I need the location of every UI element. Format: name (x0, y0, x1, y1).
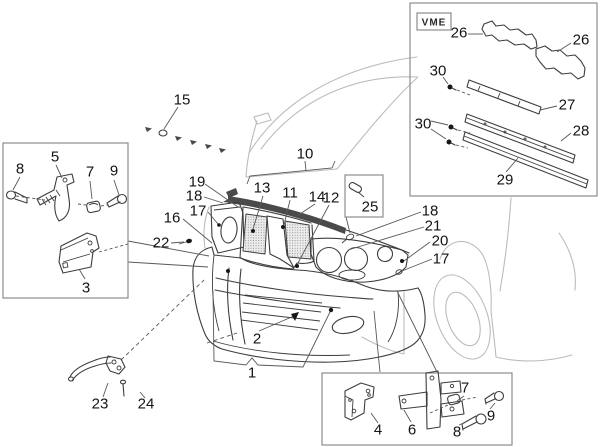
trim-strip-27 (466, 79, 542, 115)
callout-label-25[interactable]: 25 (361, 198, 379, 216)
bracket-part-5 (36, 173, 75, 222)
trim-strip-29 (462, 131, 589, 189)
bracket-part-3 (58, 232, 100, 274)
trim-strip-28 (464, 113, 576, 164)
front-assembly (145, 127, 426, 363)
screw-icon (448, 124, 458, 131)
clip-icon (190, 140, 197, 145)
screw-icon (186, 238, 192, 244)
callout-label-18[interactable]: 18 (421, 202, 439, 220)
callout-label-6[interactable]: 6 (407, 421, 417, 439)
callout-label-26[interactable]: 26 (450, 24, 468, 42)
callout-label-14[interactable]: 14 (308, 188, 326, 206)
clip-icon (158, 129, 168, 137)
right-headlamp (310, 237, 409, 283)
screw-icon (446, 139, 456, 146)
cap-nut-icon (447, 393, 461, 406)
callout-label-24[interactable]: 24 (137, 395, 155, 413)
inset-box (321, 372, 513, 446)
bracket-part-4 (344, 382, 375, 421)
bumper (192, 246, 426, 363)
callout-label-23[interactable]: 23 (91, 395, 109, 413)
inset-box (2, 142, 129, 299)
callout-label-12[interactable]: 12 (322, 189, 340, 207)
callout-label-17[interactable]: 17 (189, 202, 207, 220)
front-wheel-arch (439, 240, 492, 312)
inset-box (344, 174, 384, 218)
callout-label-7[interactable]: 7 (85, 163, 95, 181)
callout-label-30[interactable]: 30 (429, 62, 447, 80)
callout-label-20[interactable]: 20 (431, 232, 449, 250)
fog-lamp-recess (331, 315, 365, 335)
callout-label-27[interactable]: 27 (558, 96, 576, 114)
screw-icon (119, 379, 127, 397)
clip-icon (205, 144, 212, 149)
callout-label-29[interactable]: 29 (496, 171, 514, 189)
van-body-outline (203, 56, 576, 362)
screw-icon (447, 84, 457, 91)
bolt-icon (5, 190, 28, 204)
clip-icon (145, 127, 152, 132)
callout-label-1[interactable]: 1 (247, 364, 257, 382)
hood-edge-band (228, 196, 346, 234)
callout-label-22[interactable]: 22 (152, 234, 170, 252)
grille-center-divider (266, 215, 295, 269)
vme-label-box (416, 12, 452, 31)
callout-label-10[interactable]: 10 (296, 145, 314, 163)
callout-label-8[interactable]: 8 (15, 160, 25, 178)
callout-label-4[interactable]: 4 (373, 421, 383, 439)
vme-label: VME (422, 18, 447, 29)
callout-label-17[interactable]: 17 (432, 250, 450, 268)
callout-label-3[interactable]: 3 (81, 279, 91, 297)
arrowhead (291, 312, 299, 321)
bolt-icon (484, 390, 505, 405)
callout-label-30[interactable]: 30 (414, 115, 432, 133)
clip-icon (175, 136, 182, 141)
callout-label-26[interactable]: 26 (572, 31, 590, 49)
callout-label-21[interactable]: 21 (424, 217, 442, 235)
clip-row (145, 127, 226, 153)
inset-clip-25 (344, 174, 384, 218)
bracket-part-6 (398, 370, 465, 430)
inset-vme: VME (409, 2, 598, 197)
cap-nut-icon (86, 200, 101, 214)
callout-label-15[interactable]: 15 (173, 91, 191, 109)
callout-label-9[interactable]: 9 (486, 407, 496, 425)
grille-mesh-left (242, 213, 268, 255)
callout-label-11[interactable]: 11 (282, 184, 298, 202)
callout-label-28[interactable]: 28 (572, 122, 590, 140)
hook-lever-assembly (67, 355, 127, 397)
fastener-glyphs (178, 233, 403, 275)
clip-icon (219, 148, 226, 153)
vme-box (409, 2, 598, 197)
trim-strip-26-right (535, 45, 586, 80)
callout-label-16[interactable]: 16 (163, 209, 181, 227)
callout-label-19[interactable]: 19 (188, 173, 206, 191)
callout-label-5[interactable]: 5 (50, 148, 60, 166)
trim-strip-26-left (481, 20, 538, 50)
bumper-slats (240, 294, 323, 331)
callout-label-13[interactable]: 13 (253, 179, 271, 197)
front-wheel (433, 274, 491, 360)
leader-lines (102, 106, 438, 399)
inset-lower-brackets (321, 370, 513, 446)
callout-label-9[interactable]: 9 (109, 162, 119, 180)
inset-upper-brackets (2, 142, 129, 299)
clip-icon (345, 233, 355, 241)
grille-mesh-right (284, 220, 312, 260)
callout-label-8[interactable]: 8 (452, 423, 462, 441)
mirror-mount (253, 112, 272, 125)
callout-label-2[interactable]: 2 (252, 330, 262, 348)
callout-label-7[interactable]: 7 (460, 379, 470, 397)
clip-icon (348, 181, 365, 198)
callout-label-18[interactable]: 18 (185, 187, 203, 205)
